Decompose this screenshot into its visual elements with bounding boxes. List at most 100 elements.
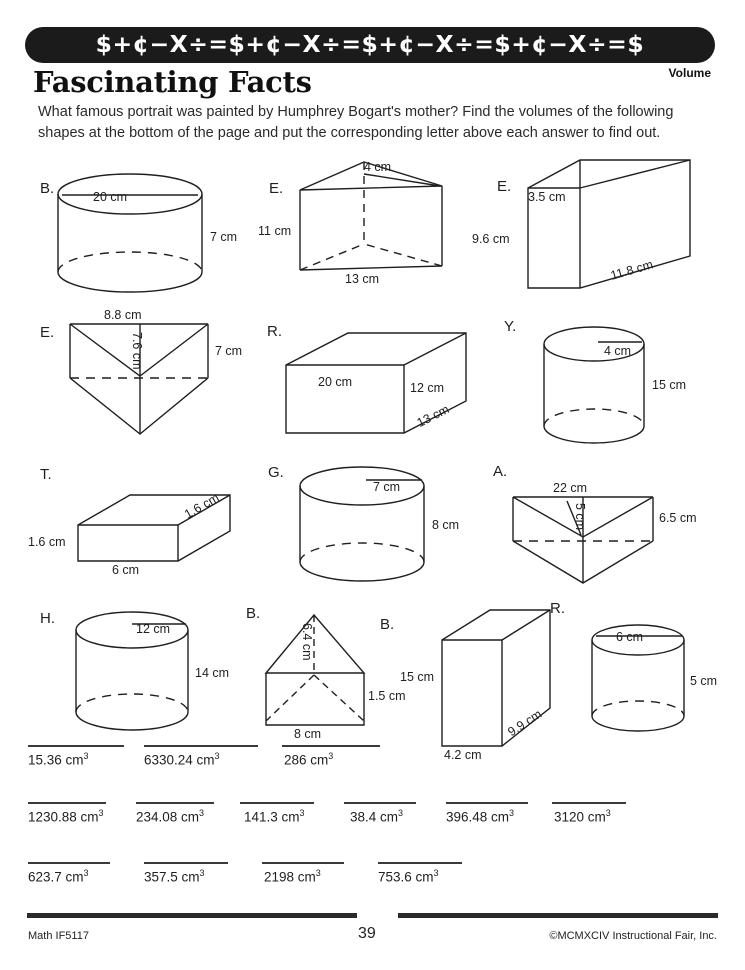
figure-letter: R. bbox=[267, 323, 282, 340]
answer-blank[interactable]: 2198 cm3 bbox=[260, 862, 352, 885]
dimension-diameter: 7 cm bbox=[373, 480, 401, 494]
dimension-width: 22 cm bbox=[553, 481, 588, 495]
figure-letter: Y. bbox=[504, 318, 517, 335]
figure-letter: G. bbox=[268, 464, 284, 481]
answer-value: 357.5 cm3 bbox=[144, 868, 205, 885]
dimension-depth: 5 cm bbox=[573, 503, 587, 531]
answer-rule bbox=[136, 802, 214, 804]
figure-cylinder-h10: H. 12 cm 14 cm bbox=[40, 600, 229, 740]
instructions-text: What famous portrait was painted by Hump… bbox=[38, 104, 674, 142]
answer-value: 286 cm3 bbox=[284, 751, 334, 768]
answer-blank[interactable]: 6330.24 cm3 bbox=[144, 745, 258, 768]
answer-rule bbox=[282, 745, 380, 747]
answer-rule bbox=[144, 745, 258, 747]
answer-value: 2198 cm3 bbox=[264, 868, 321, 885]
answer-value: 753.6 cm3 bbox=[378, 868, 439, 885]
footer-page-number: 39 bbox=[358, 925, 376, 942]
dimension-diameter: 4 cm bbox=[604, 344, 632, 358]
dimension-length: 20 cm bbox=[318, 375, 353, 389]
dimension-height: 15 cm bbox=[652, 378, 687, 392]
answer-blank[interactable]: 1230.88 cm3 bbox=[28, 802, 120, 825]
figure-cylinder-b1: B. 20 cm 7 cm bbox=[40, 168, 237, 298]
dimension-width: 8.8 cm bbox=[104, 308, 142, 322]
figure-cylinder-r13: R. 6 cm 5 cm bbox=[550, 600, 730, 740]
answer-rule bbox=[28, 862, 110, 864]
answer-rule bbox=[446, 802, 528, 804]
answer-rule bbox=[262, 862, 344, 864]
answer-blank[interactable]: 753.6 cm3 bbox=[376, 862, 470, 885]
answer-value: 15.36 cm3 bbox=[28, 751, 89, 768]
figure-rectangular-prism-t7: T. 1.6 cm 1.6 cm 6 cm bbox=[28, 463, 250, 578]
answer-row-3: 623.7 cm3 357.5 cm3 2198 cm3 753.6 cm3 bbox=[28, 862, 470, 885]
dimension-height: 7 cm bbox=[215, 344, 243, 358]
figure-letter: E. bbox=[40, 324, 55, 341]
dimension-height: 11 cm bbox=[258, 224, 292, 238]
dimension-width: 3.5 cm bbox=[528, 190, 566, 204]
dimension-depth: 7.6 cm bbox=[130, 332, 144, 370]
figure-cylinder-g8: G. 7 cm 8 cm bbox=[268, 458, 460, 588]
figure-letter: A. bbox=[493, 463, 508, 480]
answer-value: 623.7 cm3 bbox=[28, 868, 89, 885]
figure-inverted-prism-e4: E. 8.8 cm 7.6 bbox=[40, 308, 243, 446]
dimension-height: 12 cm bbox=[410, 381, 445, 395]
answer-row-2: 1230.88 cm3 234.08 cm3 141.3 cm3 38.4 cm… bbox=[28, 802, 634, 825]
dimension-diameter: 12 cm bbox=[136, 622, 171, 636]
answer-value: 6330.24 cm3 bbox=[144, 751, 220, 768]
figure-letter: R. bbox=[550, 600, 565, 617]
answer-blank[interactable]: 141.3 cm3 bbox=[236, 802, 324, 825]
dimension-height: 5 cm bbox=[690, 674, 718, 688]
dimension-height: 15 cm bbox=[400, 670, 435, 684]
figure-triangular-prism-e2: E. 4 cm 11 cm bbox=[258, 158, 472, 308]
figure-cylinder-y6: Y. 4 cm 15 cm bbox=[504, 316, 686, 451]
answer-blank[interactable]: 15.36 cm3 bbox=[28, 745, 124, 768]
dimension-width: 4.2 cm bbox=[444, 748, 482, 762]
footer-copyright: ©MCMXCIV Instructional Fair, Inc. bbox=[549, 930, 717, 942]
answer-blank[interactable]: 3120 cm3 bbox=[550, 802, 634, 825]
dimension-height: 8 cm bbox=[432, 518, 460, 532]
figure-letter: H. bbox=[40, 610, 55, 627]
answer-value: 141.3 cm3 bbox=[244, 808, 305, 825]
footer-rule-left bbox=[27, 913, 357, 918]
answer-blank[interactable]: 38.4 cm3 bbox=[340, 802, 430, 825]
answer-blank[interactable]: 623.7 cm3 bbox=[28, 862, 120, 885]
answer-value: 396.48 cm3 bbox=[446, 808, 515, 825]
answer-blank[interactable]: 234.08 cm3 bbox=[136, 802, 220, 825]
dimension-height: 6.5 cm bbox=[659, 511, 697, 525]
figure-rectangular-prism-e3: E. 3.5 cm 9.6 cm 11.8 cm bbox=[472, 158, 702, 308]
answer-blank[interactable]: 396.48 cm3 bbox=[446, 802, 534, 825]
answer-value: 38.4 cm3 bbox=[350, 808, 404, 825]
answer-value: 1230.88 cm3 bbox=[28, 808, 104, 825]
footer-rule-right bbox=[398, 913, 718, 918]
answer-rule bbox=[28, 802, 106, 804]
answer-blank[interactable]: 357.5 cm3 bbox=[144, 862, 236, 885]
dimension-height: 7 cm bbox=[210, 230, 238, 244]
dimension-height: 14 cm bbox=[195, 666, 230, 680]
dimension-height: 9.6 cm bbox=[472, 232, 510, 246]
figure-rectangular-prism-b12: B. 15 cm 9.9 cm 4.2 cm bbox=[380, 598, 562, 762]
answer-blank[interactable]: 286 cm3 bbox=[278, 745, 380, 768]
figure-letter: E. bbox=[497, 178, 512, 195]
dimension-height: 1.6 cm bbox=[28, 535, 66, 549]
banner-symbols: $+¢−X÷=$+¢−X÷=$+¢−X÷=$+¢−X÷=$ bbox=[95, 32, 645, 58]
decorative-header-banner: $+¢−X÷=$+¢−X÷=$+¢−X÷=$+¢−X÷=$ bbox=[25, 27, 715, 63]
dimension-length: 6 cm bbox=[112, 563, 140, 577]
dimension-slant-height: 6.4 cm bbox=[300, 623, 314, 661]
answer-row-1: 15.36 cm3 6330.24 cm3 286 cm3 bbox=[28, 745, 380, 768]
figures-area: B. 20 cm 7 cm E. bbox=[0, 158, 745, 762]
figure-letter: B. bbox=[380, 616, 395, 633]
dimension-length: 13 cm bbox=[345, 272, 380, 286]
figure-rectangular-prism-r5: R. 20 cm 12 cm 13 cm bbox=[267, 323, 482, 448]
answer-rule bbox=[240, 802, 314, 804]
answer-rule bbox=[28, 745, 124, 747]
dimension-diameter: 6 cm bbox=[616, 630, 644, 644]
answer-rule bbox=[344, 802, 416, 804]
topic-label: Volume bbox=[668, 66, 711, 80]
answer-rule bbox=[144, 862, 228, 864]
figure-letter: T. bbox=[40, 466, 52, 483]
figure-letter: B. bbox=[40, 180, 55, 197]
answer-rule bbox=[552, 802, 626, 804]
figure-tent-prism-b11: B. 6.4 cm 1.5 cm 8 cm bbox=[246, 603, 406, 741]
answer-value: 3120 cm3 bbox=[554, 808, 611, 825]
page-title: Fascinating Facts bbox=[33, 65, 312, 99]
